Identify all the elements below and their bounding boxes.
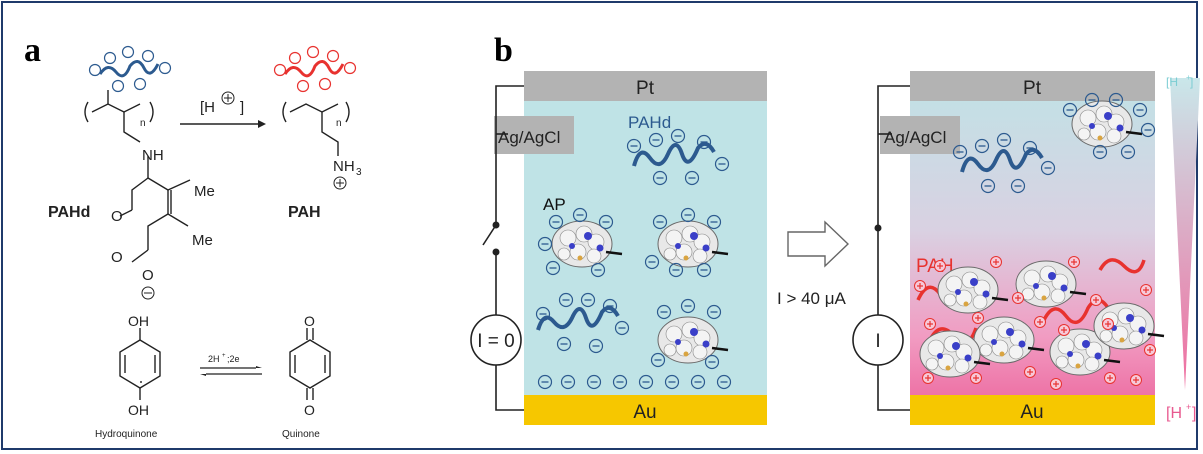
nh3-label: NH: [333, 158, 355, 175]
panel-a-chemistry: NH n Me Me O O O PAHd [H ] n NH 3 PAH OH…: [48, 45, 362, 440]
ref-label-left: Ag/AgCl: [498, 128, 560, 147]
circuit-right: [877, 85, 910, 411]
panel-a-letter: a: [24, 32, 41, 69]
pah-structure: [282, 101, 350, 156]
pt-electrode-right: [910, 71, 1155, 101]
o-label-1: O: [111, 208, 123, 225]
au-electrode-right: [910, 395, 1155, 425]
reagent-label: [H: [200, 99, 215, 116]
gradient-top-plus: +: [1186, 73, 1191, 82]
svg-text:]: ]: [1190, 75, 1193, 89]
ammeter-right: [852, 314, 904, 366]
o-label-2: O: [111, 249, 123, 266]
quinone-label: Quinone: [282, 429, 320, 440]
reagent-close: ]: [240, 99, 244, 116]
ref-label-right: Ag/AgCl: [884, 128, 946, 147]
o-top-label: O: [304, 313, 315, 329]
pahd-structure: [84, 90, 191, 263]
circuit-left: [482, 85, 524, 411]
current-on-label: I: [875, 331, 880, 352]
ap-label: AP: [543, 195, 566, 214]
gradient-bottom-label: [H: [1166, 405, 1182, 422]
circuit-node-right: [874, 224, 882, 232]
proton-gradient-wedge: [1170, 78, 1200, 390]
me-label-1: Me: [194, 183, 215, 200]
gradient-top-label: [H: [1166, 75, 1178, 89]
o-bottom-label: O: [304, 402, 315, 418]
proton-icon: [221, 91, 235, 105]
hydroquinone-ring: [119, 328, 161, 400]
pahd-chain-right: [960, 147, 1044, 173]
oh-bottom-label: OH: [128, 402, 149, 418]
pt-label-right: Pt: [1023, 78, 1042, 99]
pahd-label: PAHd: [48, 204, 90, 221]
ref-electrode-right: [880, 116, 960, 154]
current-off-label: I = 0: [477, 331, 515, 352]
o-label-3: O: [142, 267, 154, 284]
au-label-right: Au: [1020, 402, 1043, 423]
panel-b-letter: b: [494, 32, 513, 69]
minus-charge-icon: [141, 286, 155, 300]
nh-label: NH: [142, 147, 164, 164]
switch-node-bottom: [492, 248, 500, 256]
subscript-n-left: n: [140, 118, 146, 129]
ammeter-left: [470, 314, 522, 366]
svg-text:]: ]: [1192, 405, 1196, 422]
plus-charge-icon: [333, 176, 347, 190]
switch-node-top: [492, 221, 500, 229]
redox-plus: +: [222, 353, 226, 359]
condition-label: I > 40 μA: [777, 289, 847, 308]
gradient-bottom-plus: +: [1186, 402, 1191, 412]
pahd-label-b: PAHd: [628, 113, 671, 132]
redox-label: 2H: [208, 354, 220, 364]
subscript-n-right: n: [336, 118, 342, 129]
me-label-2: Me: [192, 232, 213, 249]
quinone-ring: [289, 328, 331, 400]
ref-electrode-left: [494, 116, 574, 154]
pahd-chain-bottom: [536, 305, 620, 331]
hydroquinone-label: Hydroquinone: [95, 429, 158, 440]
nh3-subscript: 3: [356, 167, 362, 178]
pt-electrode-left: [524, 71, 767, 101]
oh-top-label: OH: [128, 313, 149, 329]
au-electrode-left: [524, 395, 767, 425]
transition-arrow: [787, 220, 850, 268]
pah-label: PAH: [288, 204, 321, 221]
pahd-polymer-cartoon: [88, 45, 172, 93]
au-label-left: Au: [633, 402, 656, 423]
redox-rest: ;2e: [227, 354, 240, 364]
pah-polymer-cartoon: [273, 45, 357, 93]
pt-label-left: Pt: [636, 78, 655, 99]
